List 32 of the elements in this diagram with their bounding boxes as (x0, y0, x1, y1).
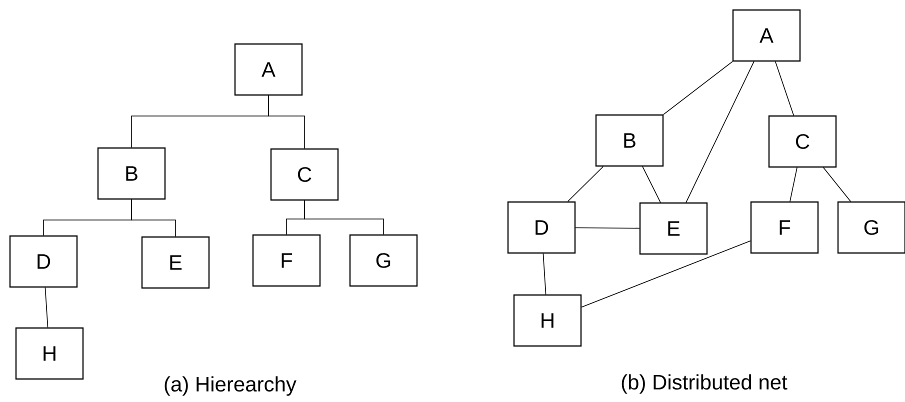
connector-line (568, 166, 604, 202)
node-box: E (639, 202, 708, 255)
connector-line (823, 167, 851, 202)
node-box: A (234, 43, 303, 96)
node-box: F (750, 201, 819, 254)
node-box: H (513, 294, 582, 347)
node-box: F (252, 234, 321, 287)
node-box: C (768, 115, 837, 168)
connector-line (575, 227, 640, 229)
caption: (b) Distributed net (622, 374, 788, 394)
node-box: H (15, 327, 84, 380)
connector-line (131, 199, 176, 237)
node-box: B (97, 147, 166, 200)
node-box: B (595, 114, 664, 167)
node-box: E (141, 236, 210, 289)
connector-line (268, 95, 305, 149)
connector-line (790, 167, 798, 202)
connector-line (542, 253, 546, 295)
connector-line (686, 61, 754, 203)
node-box: A (732, 9, 801, 62)
connector-line (642, 166, 661, 203)
node-box: C (270, 148, 339, 201)
connector-line (44, 287, 48, 328)
node-box: D (507, 201, 576, 254)
node-box: G (837, 201, 905, 254)
connector-line (774, 61, 794, 116)
connector-line (581, 240, 751, 308)
caption: (a) Hierearchy (164, 376, 296, 396)
connector-line (304, 200, 384, 235)
node-box: D (9, 235, 78, 288)
node-box: G (349, 234, 418, 287)
connector-line (663, 61, 733, 115)
